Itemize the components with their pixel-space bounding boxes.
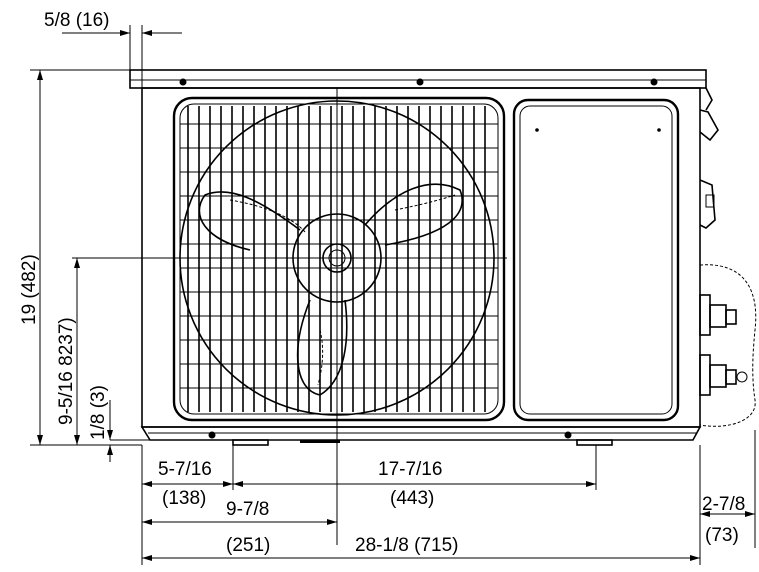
dim-left-foot-in: 5-7/16	[158, 459, 212, 480]
dim-valve-depth-mm: (73)	[705, 525, 739, 546]
access-panel	[512, 98, 680, 422]
dim-height-center: 9-5/16 8237)	[56, 317, 77, 425]
dim-height-total: 19 (482)	[19, 254, 40, 325]
dim-fan-center-mm: (251)	[226, 535, 270, 556]
dim-width-total: 28-1/8 (715)	[355, 535, 459, 556]
dim-foot-span-in: 17-7/16	[378, 459, 442, 480]
side-hardware	[699, 87, 719, 229]
unit-casing	[129, 69, 707, 446]
dim-top-offset: 5/8 (16)	[44, 10, 109, 31]
service-valve-icon	[699, 264, 757, 427]
dim-left-foot-mm: (138)	[162, 488, 206, 509]
dim-foot-span-mm: (443)	[390, 488, 434, 509]
dim-fan-center-in: 9-7/8	[226, 499, 269, 520]
dim-valve-depth-in: 2-7/8	[702, 494, 745, 515]
center-lines	[72, 88, 507, 545]
dim-foot-height: 1/8 (3)	[88, 385, 109, 440]
dimension-arrows	[37, 30, 755, 561]
